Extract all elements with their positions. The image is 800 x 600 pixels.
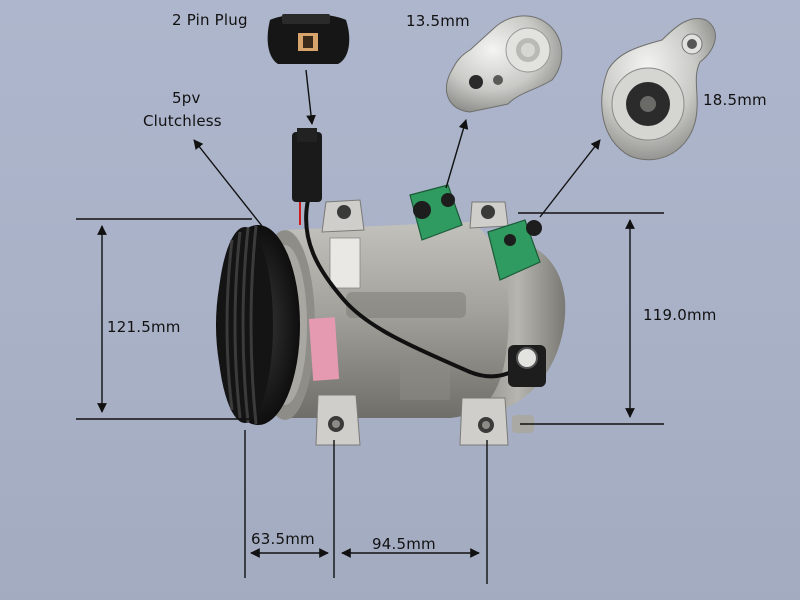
mounting-lug-top (321, 199, 509, 233)
large-port-size-label: 18.5mm (703, 91, 767, 109)
wiring-harness (292, 128, 546, 387)
right-height-label: 119.0mm (643, 306, 717, 324)
part-sticker (308, 317, 340, 381)
connector-plug-icon (267, 14, 350, 64)
pulley-icon (216, 225, 300, 425)
plug-label: 2 Pin Plug (172, 11, 248, 29)
small-port-size-label: 13.5mm (406, 12, 470, 30)
port-fitting-small (445, 15, 563, 113)
mounting-foot-rear (459, 397, 534, 446)
mount-spacing-label: 94.5mm (372, 535, 436, 553)
port-cap-low (409, 184, 463, 241)
clutch-type-label: Clutchless (143, 112, 222, 130)
port-fitting-large (601, 18, 716, 161)
dimension-lines (76, 69, 664, 584)
mounting-foot-front (315, 394, 361, 446)
front-offset-label: 63.5mm (251, 530, 315, 548)
port-cap-high (487, 219, 542, 281)
left-height-label: 121.5mm (107, 318, 181, 336)
belt-type-label: 5pv (172, 89, 201, 107)
